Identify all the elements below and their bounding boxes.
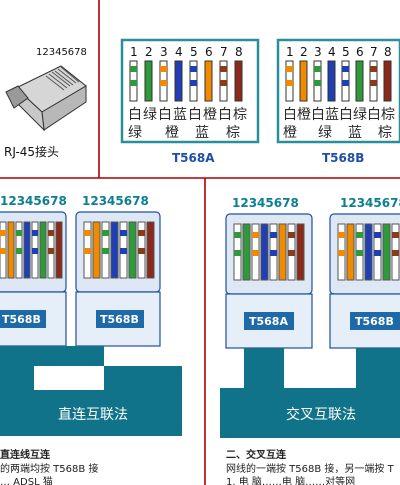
panel-straight-right-label: T568B [100,313,139,326]
panel-straight-right-wires [83,221,155,279]
card-t568b-wires [285,60,392,102]
panel-straight: 12345678 12345678 T568B [0,194,182,436]
panel-straight-left-label: T568B [2,313,41,326]
card-t568b-pin-numbers: 1 2 3 4 5 6 7 8 [286,45,392,59]
svg-text:白: 白 [158,107,172,123]
svg-text:绿: 绿 [143,107,157,123]
card-t568b-row2: 橙 绿 蓝 棕 [283,125,392,141]
panel-straight-caption: 直连互联法 [58,406,128,423]
panel-crossover-right-label: T568B [355,315,394,328]
panel-straight-left-wires [0,221,63,279]
footer-right-line1: 网线的一端按 T568B 接，另一端按 T [226,462,395,475]
svg-text:绿: 绿 [353,107,367,123]
panel-crossover-left-wires [233,223,305,281]
svg-text:橙: 橙 [297,107,311,123]
svg-text:白: 白 [188,107,202,123]
svg-text:绿: 绿 [318,125,332,141]
rj45-connector-icon [5,65,87,132]
svg-text:7: 7 [220,45,228,59]
panel-crossover-right-wires [337,223,400,281]
svg-text:白: 白 [311,107,325,123]
card-t568a: 1 2 3 4 5 6 7 8 白 绿 白 蓝 白 橙 白 棕 [120,38,260,144]
svg-text:3: 3 [160,45,168,59]
card-t568a-standard: T568A [172,151,215,165]
footer-left-line2: … ADSL 猫 [0,475,53,485]
svg-text:蓝: 蓝 [173,107,187,123]
svg-text:1: 1 [286,45,294,59]
panel-crossover-left-label: T568A [249,315,288,328]
panel-crossover-caption: 交叉互联法 [286,406,356,423]
footer-left-line1: 的两端均按 T568B 接 [0,462,98,475]
svg-text:橙: 橙 [165,125,179,141]
card-t568b-standard: T568B [322,151,364,165]
footer-left: 直连线互连 的两端均按 T568B 接 … ADSL 猫 [0,448,98,485]
svg-text:4: 4 [328,45,336,59]
panel-crossover: 12345678 12345678 T568A [220,196,400,438]
svg-text:5: 5 [190,45,198,59]
svg-text:蓝: 蓝 [195,125,209,141]
svg-text:棕: 棕 [378,125,392,141]
svg-text:7: 7 [370,45,378,59]
svg-text:棕: 棕 [381,107,395,123]
svg-text:棕: 棕 [226,125,240,141]
card-t568b: 1 2 3 4 5 6 7 8 白 橙 白 蓝 白 绿 白 棕 [276,38,400,144]
svg-text:蓝: 蓝 [348,125,362,141]
svg-text:2: 2 [300,45,308,59]
svg-text:白: 白 [339,107,353,123]
svg-text:白: 白 [218,107,232,123]
svg-text:白: 白 [367,107,381,123]
svg-text:1: 1 [130,45,138,59]
svg-text:8: 8 [384,45,392,59]
rj45-pin-numbers: 12345678 [36,47,87,58]
svg-text:橙: 橙 [203,107,217,123]
panel-crossover-left-pins: 12345678 [232,196,299,210]
svg-text:5: 5 [342,45,350,59]
card-t568b-row1: 白 橙 白 蓝 白 绿 白 棕 [283,107,395,123]
svg-text:6: 6 [205,45,213,59]
rj45-title: RJ-45接头 [4,144,59,159]
svg-text:白: 白 [128,107,142,123]
card-t568a-row2: 绿 橙 蓝 棕 [128,125,240,141]
svg-text:3: 3 [314,45,322,59]
panel-crossover-right-pins: 12345678 [340,196,400,210]
footer-left-title: 直连线互连 [0,448,51,461]
svg-text:4: 4 [175,45,183,59]
svg-text:2: 2 [145,45,153,59]
card-t568a-pin-numbers: 1 2 3 4 5 6 7 8 [130,45,243,59]
svg-text:白: 白 [283,107,297,123]
card-t568a-row1: 白 绿 白 蓝 白 橙 白 棕 [128,107,247,123]
svg-text:6: 6 [356,45,364,59]
footer-right: 二、交叉互连 网线的一端按 T568B 接，另一端按 T 1. 电 脑……电 脑… [226,448,395,485]
svg-text:橙: 橙 [283,125,297,141]
svg-text:蓝: 蓝 [325,107,339,123]
svg-text:棕: 棕 [233,107,247,123]
svg-text:8: 8 [235,45,243,59]
footer-right-title: 二、交叉互连 [226,448,287,461]
panel-straight-left-pins: 12345678 [0,194,67,208]
card-t568a-wires [129,60,243,102]
svg-text:绿: 绿 [128,125,142,141]
panel-straight-right-pins: 12345678 [82,194,149,208]
footer-right-line2: 1. 电 脑……电 脑……对等网 [226,475,355,485]
